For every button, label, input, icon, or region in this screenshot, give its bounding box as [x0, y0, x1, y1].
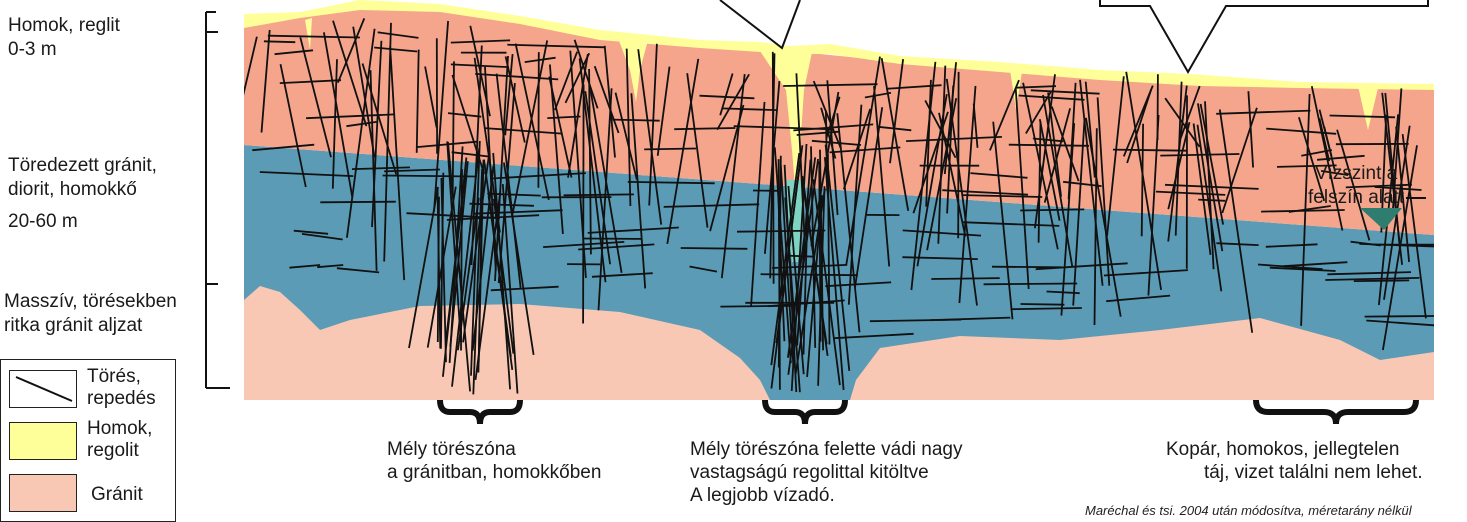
bedrock-label: Masszív, törésekben ritka gránit aljzat — [4, 290, 177, 338]
caption-line: vastagságú regolittal kitöltve — [690, 461, 963, 484]
fracture-line — [1021, 304, 1065, 305]
granite-legend-swatch — [9, 474, 77, 512]
fracture-line — [931, 278, 999, 279]
fracture-line — [681, 248, 748, 249]
fracture-line — [438, 197, 439, 342]
right-zone-brace — [1256, 400, 1416, 424]
legend-line: Törés, — [87, 366, 156, 388]
fractured-depth-label: 20-60 m — [8, 210, 78, 234]
fracture-legend-label: Törés, repedés — [87, 366, 156, 410]
fracture-line — [1198, 200, 1225, 201]
fracture-line — [264, 41, 295, 42]
sand-layer-label: Homok, reglit 0-3 m — [8, 14, 120, 62]
plain-callout-pointer — [1100, 0, 1428, 72]
source-credit: Maréchal és tsi. 2004 után módosítva, mé… — [1085, 503, 1412, 518]
fracture-line — [1009, 145, 1089, 146]
label-line: diorit, homokkő — [8, 178, 157, 202]
caption-line: a gránitban, homokkőben — [387, 461, 601, 484]
fractured-layer-label: Töredezett gránit, diorit, homokkő — [8, 154, 157, 202]
fracture-line — [1020, 209, 1084, 210]
fracture-line — [644, 149, 696, 150]
sand-legend-label: Homok, regolit — [87, 418, 152, 462]
middle-zone-caption: Mély törészóna felette vádi nagy vastags… — [690, 438, 963, 507]
label-line: Masszív, törésekben — [4, 290, 177, 314]
label-line: Homok, reglit — [8, 14, 120, 38]
fracture-line — [773, 52, 774, 284]
label-line: Töredezett gránit, — [8, 154, 157, 178]
label-line: felszín alatt — [1308, 186, 1404, 210]
middle-zone-brace — [765, 400, 845, 424]
legend-line: regolit — [87, 440, 152, 462]
fracture-line — [984, 284, 1078, 285]
fracture-line — [613, 120, 660, 121]
sand-legend-swatch — [9, 422, 77, 460]
fracture-line — [1354, 280, 1409, 281]
caption-line: táj, vizet találni nem lehet. — [1166, 461, 1423, 484]
fracture-line — [320, 202, 396, 203]
caption-line: A legjobb vízadó. — [690, 484, 963, 507]
label-line: Vízszint a — [1308, 162, 1404, 186]
fracture-line-icon — [10, 371, 76, 407]
legend: Törés, repedés Homok, regolit Gránit — [0, 359, 176, 522]
fracture-line — [1113, 150, 1188, 151]
left-zone-brace — [440, 400, 520, 424]
fracture-legend-swatch — [9, 370, 77, 408]
caption-line: Mély törészóna — [387, 438, 601, 461]
fracture-line — [674, 128, 735, 129]
fracture-line — [583, 84, 584, 323]
caption-line: Mély törészóna felette vádi nagy — [690, 438, 963, 461]
caption-line: Kopár, homokos, jellegtelen — [1166, 438, 1423, 461]
fracture-line — [761, 274, 858, 275]
label-line: 0-3 m — [8, 38, 120, 62]
right-zone-caption: Kopár, homokos, jellegtelen táj, vizet t… — [1166, 438, 1423, 484]
fracture-line — [1365, 316, 1457, 317]
granite-legend-label: Gránit — [91, 484, 143, 506]
fracture-line — [564, 194, 634, 195]
fracture-line — [1011, 308, 1082, 309]
legend-line: Homok, — [87, 418, 152, 440]
wadi-callout-pointer — [720, 0, 800, 48]
fracture-line — [992, 267, 1061, 268]
depth-scale-bracket — [206, 12, 230, 388]
left-zone-caption: Mély törészóna a gránitban, homokkőben — [387, 438, 601, 484]
water-table-label: Vízszint a felszín alatt — [1308, 162, 1404, 210]
label-line: ritka gránit aljzat — [4, 314, 177, 338]
legend-line: repedés — [87, 388, 156, 410]
